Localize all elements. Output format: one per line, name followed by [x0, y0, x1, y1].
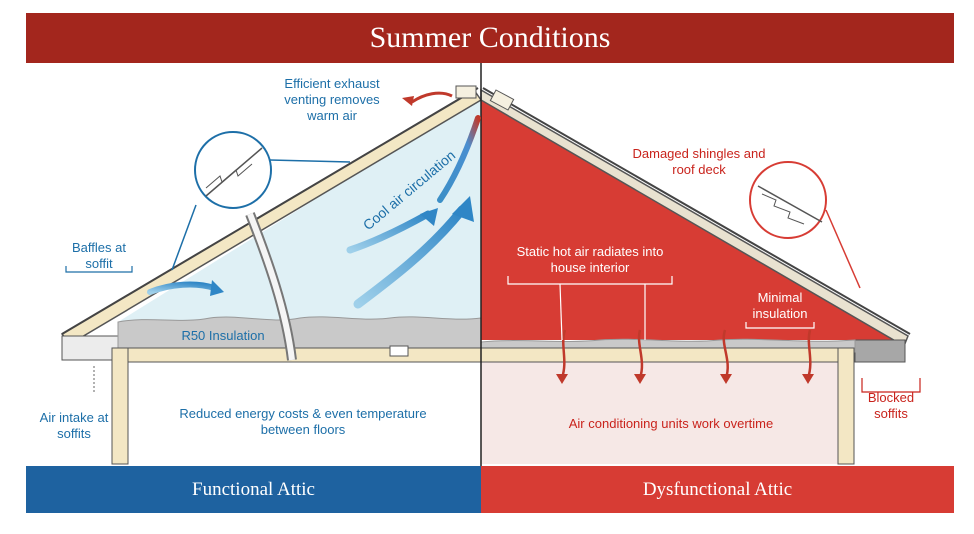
footer-functional: Functional Attic: [26, 466, 481, 513]
interior-left: [118, 362, 481, 464]
wall-right: [837, 347, 855, 465]
label-energy: Reduced energy costs & even temperature …: [179, 406, 427, 437]
label-air-intake: Air intake at soffits: [39, 410, 109, 441]
ceiling-beam: [111, 347, 855, 363]
label-blocked-soffits: Blocked soffits: [867, 390, 915, 421]
label-minimal-insulation: Minimal insulation: [752, 290, 808, 321]
label-baffles: Baffles at soffit: [72, 240, 126, 271]
label-r50-insulation: R50 Insulation: [181, 328, 265, 343]
label-ac-overtime: Air conditioning units work overtime: [568, 416, 774, 431]
interior-right: [481, 362, 853, 464]
page-title: Summer Conditions: [26, 13, 954, 63]
cool-air-arrow-1: [353, 205, 467, 309]
insulation-r50: [117, 316, 482, 351]
zoom-circle-dysfunctional: [749, 161, 827, 239]
label-static-hot-air: Static hot air radiates into house inter…: [516, 244, 664, 275]
footer-dysfunctional: Dysfunctional Attic: [481, 466, 954, 513]
zoom-circle-functional: [194, 131, 272, 209]
wall-left: [111, 347, 129, 465]
ceiling-vent: [389, 345, 409, 357]
label-damaged-shingles: Damaged shingles and roof deck: [632, 146, 766, 177]
attic-space-cool: [118, 96, 481, 346]
label-exhaust: Efficient exhaust venting removes warm a…: [284, 76, 380, 123]
ridge-vent-left: [455, 85, 477, 99]
soffit-left: [61, 335, 119, 361]
heat-arrows: [560, 329, 812, 379]
ridge-vent-right: [489, 89, 515, 111]
cool-air-arrow-2: [346, 210, 432, 254]
soffit-right: [854, 339, 906, 363]
exhaust-arrow: [411, 91, 453, 104]
cool-air-arrow-3: [437, 115, 481, 203]
baffle-arrow: [147, 281, 217, 295]
